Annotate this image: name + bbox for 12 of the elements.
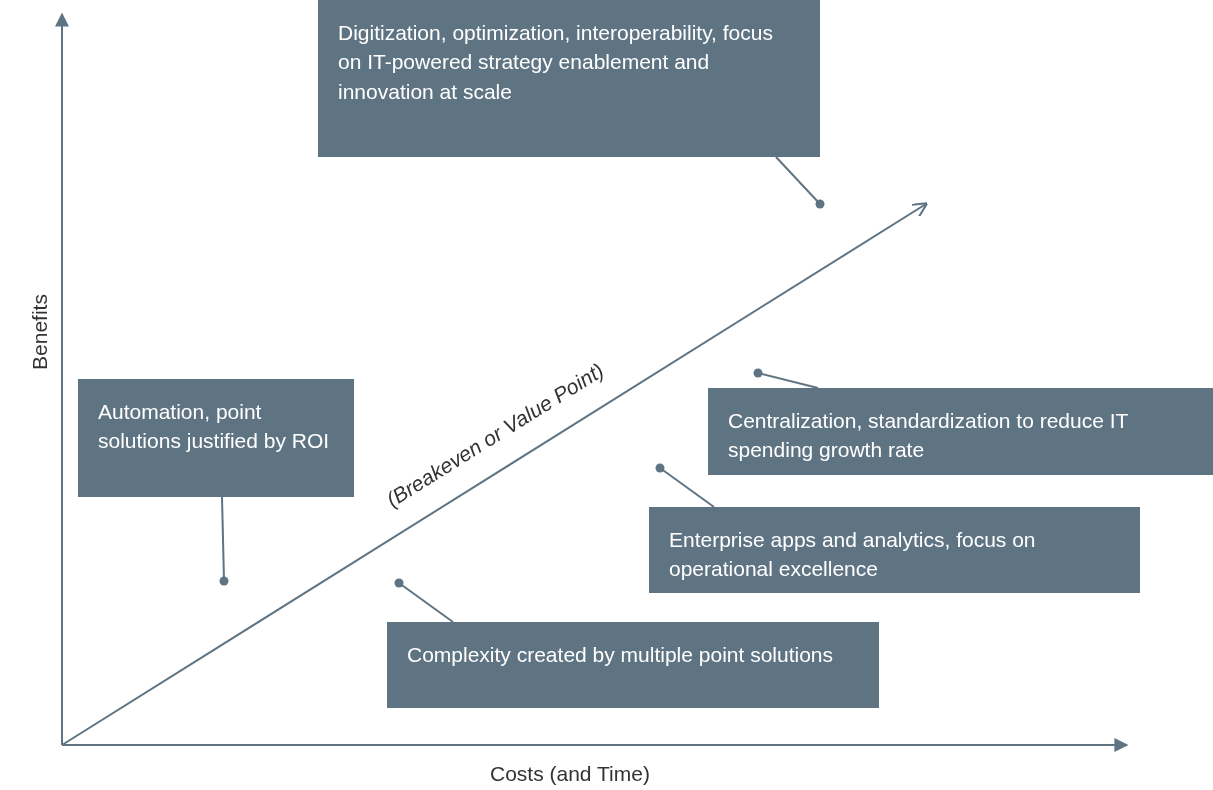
- callout-box: Enterprise apps and analytics, focus on operational excellence: [649, 507, 1140, 593]
- leader-line: [219, 496, 229, 586]
- leader-line: [394, 578, 454, 623]
- leader-line: [753, 368, 819, 389]
- callout-box: Centralization, standardization to reduce IT spending growth rate: [708, 388, 1213, 475]
- callout-box: Automation, point solutions justified by ROI: [78, 379, 354, 497]
- callout-box: Complexity created by multiple point solutions: [387, 622, 879, 708]
- axis-label: Benefits: [27, 294, 52, 370]
- axis-label: Costs (and Time): [490, 762, 650, 786]
- leader-line: [655, 463, 715, 508]
- leader-line: [775, 156, 825, 209]
- callout-box: Digitization, optimization, interoperability, focus on IT-powered strategy enablement and innovation at scale: [318, 0, 820, 157]
